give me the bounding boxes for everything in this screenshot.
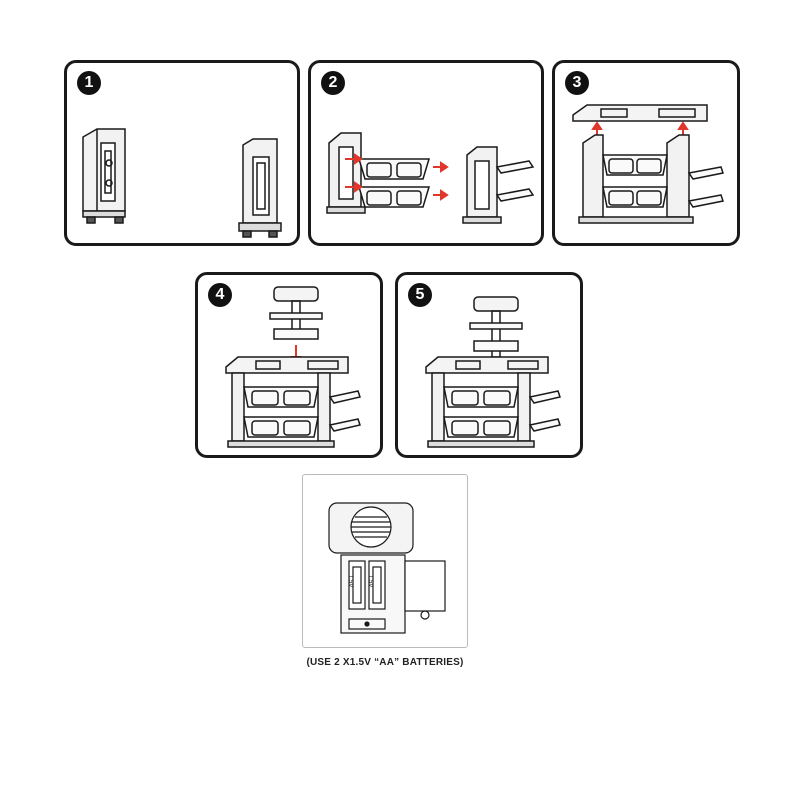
- step-4-panel: 4: [195, 272, 383, 458]
- step-number-badge: 5: [408, 283, 432, 307]
- step-2-panel: 2: [308, 60, 544, 246]
- step-2-illustration: [326, 132, 535, 224]
- step-5-illustration: [425, 296, 561, 448]
- step-number-badge: 2: [321, 71, 345, 95]
- left-side-frame: [82, 128, 126, 224]
- step-3-illustration: [572, 104, 724, 224]
- assembled-sign-rack: [469, 296, 523, 358]
- battery-cover: [404, 560, 446, 620]
- battery-compartment-illustration: [328, 502, 446, 634]
- battery-cell-label-2: 1.5V: [367, 575, 373, 588]
- counter-top: [572, 104, 708, 122]
- step-5-panel: 5: [395, 272, 583, 458]
- step-1-panel: 1: [64, 60, 300, 246]
- step-4-illustration: [225, 286, 361, 448]
- right-side-frame: [238, 138, 282, 238]
- battery-caption: (USE 2 X1.5V “AA” BATTERIES): [306, 657, 464, 668]
- step-number-badge: 3: [565, 71, 589, 95]
- upper-shelf-trays: [357, 158, 431, 180]
- step-number-badge: 1: [77, 71, 101, 95]
- battery-cell-label-1: 1.5V: [347, 575, 353, 588]
- sign-rack: [269, 286, 323, 340]
- battery-compartment-panel: 1.5V 1.5V: [302, 474, 468, 648]
- lower-shelf-trays: [357, 186, 431, 208]
- lift-arrows: [591, 121, 689, 139]
- speaker-grille: [328, 502, 414, 554]
- step-3-panel: 3: [552, 60, 740, 246]
- side-hooks: [495, 160, 535, 202]
- step-1-illustration: [82, 128, 282, 238]
- battery-holder: [340, 554, 406, 634]
- step-number-badge: 4: [208, 283, 232, 307]
